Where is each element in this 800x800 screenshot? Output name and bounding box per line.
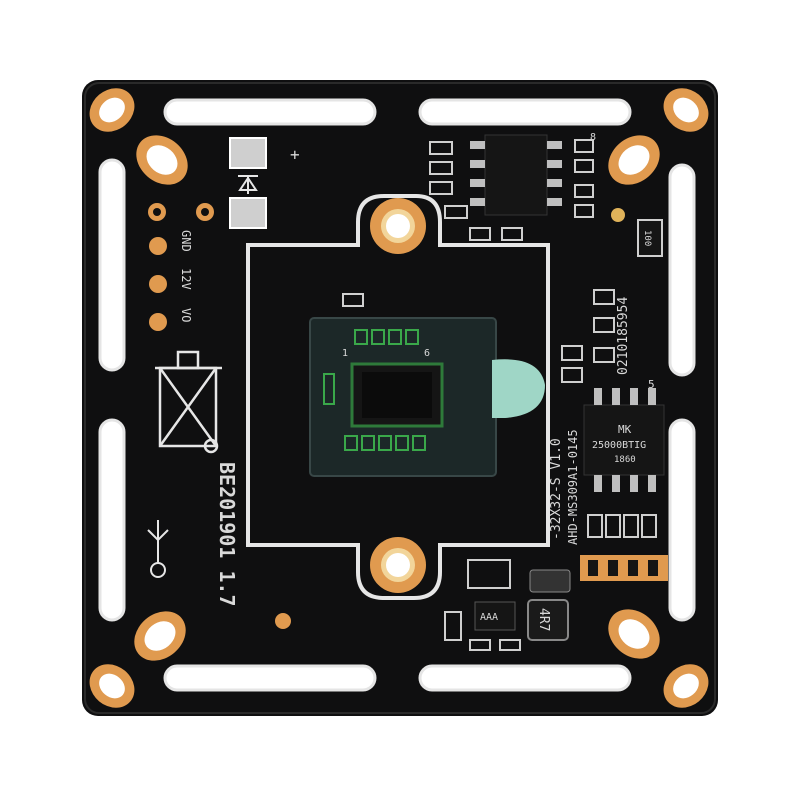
svg-text:AAA: AAA (480, 612, 498, 623)
mounting-slots (98, 98, 696, 692)
pin1-label: 1 (342, 348, 348, 359)
ic-main-line3: 1860 (614, 455, 636, 465)
svg-text:4R7: 4R7 (536, 608, 551, 631)
corner-holes (89, 88, 709, 708)
hole-bottom-left (89, 611, 186, 708)
hole-bottom-right (608, 609, 709, 708)
smd-cap-top (342, 293, 364, 307)
lens-mount-outline (246, 194, 550, 600)
smd-pads-top (429, 139, 594, 241)
lens-screw-bottom (370, 537, 426, 593)
pcb-edge-highlight (84, 82, 716, 714)
ic-main-right: MK 25000BTIG 1860 (583, 388, 665, 492)
slot-right-bottom (668, 418, 696, 622)
film-tab (492, 359, 545, 418)
slot-left-bottom (98, 418, 126, 622)
slot-top-left (163, 98, 377, 126)
board-sub: AHD-MS309A1-0145 (566, 429, 580, 545)
label-gnd: GND (179, 230, 193, 252)
slot-left-top (98, 158, 126, 372)
lower-right-caps (587, 514, 657, 538)
slot-bottom-right (418, 664, 632, 692)
fiducial-top (611, 208, 625, 222)
ic-main-line1: MK (618, 423, 632, 436)
inductor (527, 599, 569, 641)
ic-main-line2: 25000BTIG (592, 440, 646, 451)
sensor-caps (323, 329, 426, 451)
ic-top-right: 8 (470, 132, 596, 216)
sensor-die (362, 372, 432, 418)
bottom-center-components: 4R7 AAA (444, 559, 571, 651)
label-12v: 12V (179, 268, 193, 290)
date-code: 0210185954 (616, 297, 631, 375)
serial-number: BE201901 1.7 (215, 462, 239, 607)
slot-right-top (668, 163, 696, 377)
label-vo: VO (179, 308, 193, 322)
hole-top-right (608, 88, 709, 185)
slot-bottom-left (163, 664, 377, 692)
lens-screw-top (370, 198, 426, 254)
slot-top-right (418, 98, 632, 126)
right-caps (561, 289, 615, 383)
resistor-100: 100 (637, 219, 663, 257)
pad-12v (149, 275, 167, 293)
hole-top-left (89, 88, 188, 185)
pin8-label: 8 (590, 132, 596, 143)
weee-bin-icon (155, 350, 222, 454)
image-sensor-assembly: 1 6 (309, 317, 545, 477)
mic-symbol-icon (147, 520, 169, 578)
bottom-right-header (580, 555, 668, 581)
board-model: -32X32-S V1.0 (549, 438, 564, 540)
pin6-label: 6 (424, 348, 430, 359)
pin5-label: 5 (648, 378, 655, 391)
pad-vo (149, 313, 167, 331)
power-header: GND 12V VO (148, 203, 214, 331)
mosfet (474, 601, 516, 631)
svg-text:100: 100 (642, 230, 652, 246)
diode-pads: + (229, 137, 300, 229)
test-pad-left (275, 613, 291, 629)
pad-gnd (149, 237, 167, 255)
plus-label: + (290, 145, 300, 164)
